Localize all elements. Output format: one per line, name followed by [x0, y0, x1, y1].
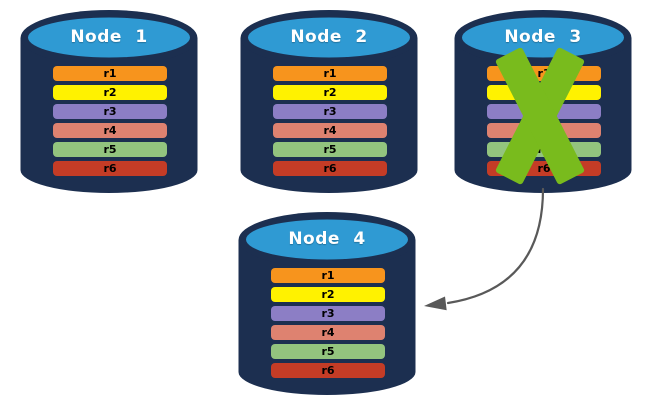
arrow-curve	[446, 187, 545, 305]
node-title: Node 2	[290, 27, 368, 47]
replica-row-r1: r1	[271, 268, 385, 283]
replica-rows: r1 r2 r3 r4 r5 r6	[53, 66, 167, 180]
database-cylinder-icon	[454, 10, 632, 193]
replica-row-r3: r3	[271, 306, 385, 321]
replica-row-r6: r6	[273, 161, 387, 176]
node-title: Node 4	[288, 229, 366, 249]
replica-row-r2: r2	[273, 85, 387, 100]
database-node-2: Node 2 r1 r2 r3 r4 r5 r6	[240, 10, 418, 194]
node-title: Node 3	[504, 27, 582, 47]
replica-row-r4: r4	[53, 123, 167, 138]
replica-row-r2: r2	[271, 287, 385, 302]
replica-row-r5: r5	[273, 142, 387, 157]
database-node-4: Node 4 r1 r2 r3 r4 r5 r6	[238, 212, 416, 396]
replica-row-r2: r2	[53, 85, 167, 100]
replica-row-r3: r3	[273, 104, 387, 119]
replica-row-r5: r5	[271, 344, 385, 359]
replica-row-r3: r3	[53, 104, 167, 119]
replica-row-r5: r5	[53, 142, 167, 157]
replica-row-r1: r1	[273, 66, 387, 81]
database-node-1: Node 1 r1 r2 r3 r4 r5 r6	[20, 10, 198, 194]
replica-row-r6: r6	[53, 161, 167, 176]
replica-rows: r1 r2 r3 r4 r5 r6	[273, 66, 387, 180]
replica-row-r1: r1	[53, 66, 167, 81]
replica-row-r4: r4	[271, 325, 385, 340]
database-node-3: Node 3 r1 r2 r3 r4 r5 r6	[454, 10, 632, 194]
replica-rows: r1 r2 r3 r4 r5 r6	[271, 268, 385, 382]
arrow-head	[424, 296, 447, 311]
node-title: Node 1	[70, 27, 148, 47]
replica-row-r4: r4	[273, 123, 387, 138]
replica-row-r6: r6	[271, 363, 385, 378]
